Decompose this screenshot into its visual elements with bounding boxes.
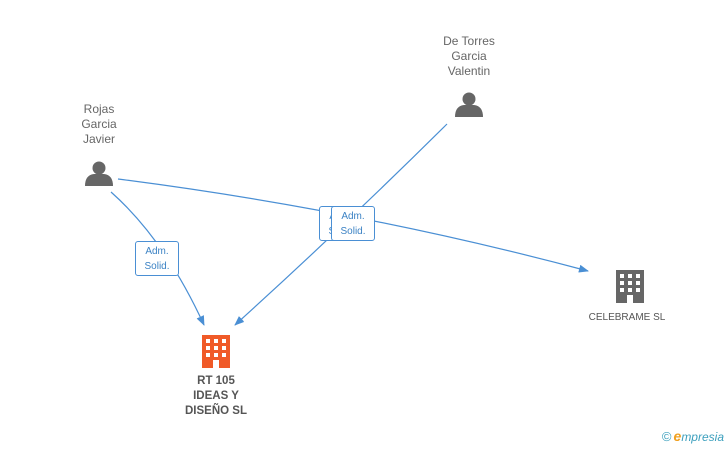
main-company-building-icon[interactable] bbox=[202, 335, 230, 368]
edge-label-type: Solid. bbox=[144, 261, 170, 272]
edge-label-role: Adm. bbox=[145, 246, 169, 257]
logo-initial: e bbox=[673, 428, 682, 444]
company-label[interactable]: CELEBRAME SL bbox=[588, 312, 666, 323]
edge-label-type: Solid. bbox=[340, 226, 366, 237]
person-label[interactable]: Rojas Garcia Javier bbox=[81, 102, 117, 146]
main-company-label[interactable]: RT 105 IDEAS Y DISEÑO SL bbox=[185, 375, 247, 417]
edge-label-box: Adm. Solid. bbox=[331, 206, 375, 241]
edge-label-box: Adm. Solid. bbox=[135, 241, 179, 276]
person-icon[interactable] bbox=[85, 161, 113, 187]
person-label[interactable]: De Torres Garcia Valentin bbox=[443, 34, 495, 78]
logo-text: mpresia bbox=[681, 430, 724, 444]
empresia-logo[interactable]: ©empresia bbox=[662, 428, 724, 444]
copyright-symbol: © bbox=[661, 429, 672, 444]
edge-label-role: Adm. bbox=[341, 211, 365, 222]
person-icon[interactable] bbox=[455, 92, 483, 118]
building-icon[interactable] bbox=[616, 270, 644, 303]
